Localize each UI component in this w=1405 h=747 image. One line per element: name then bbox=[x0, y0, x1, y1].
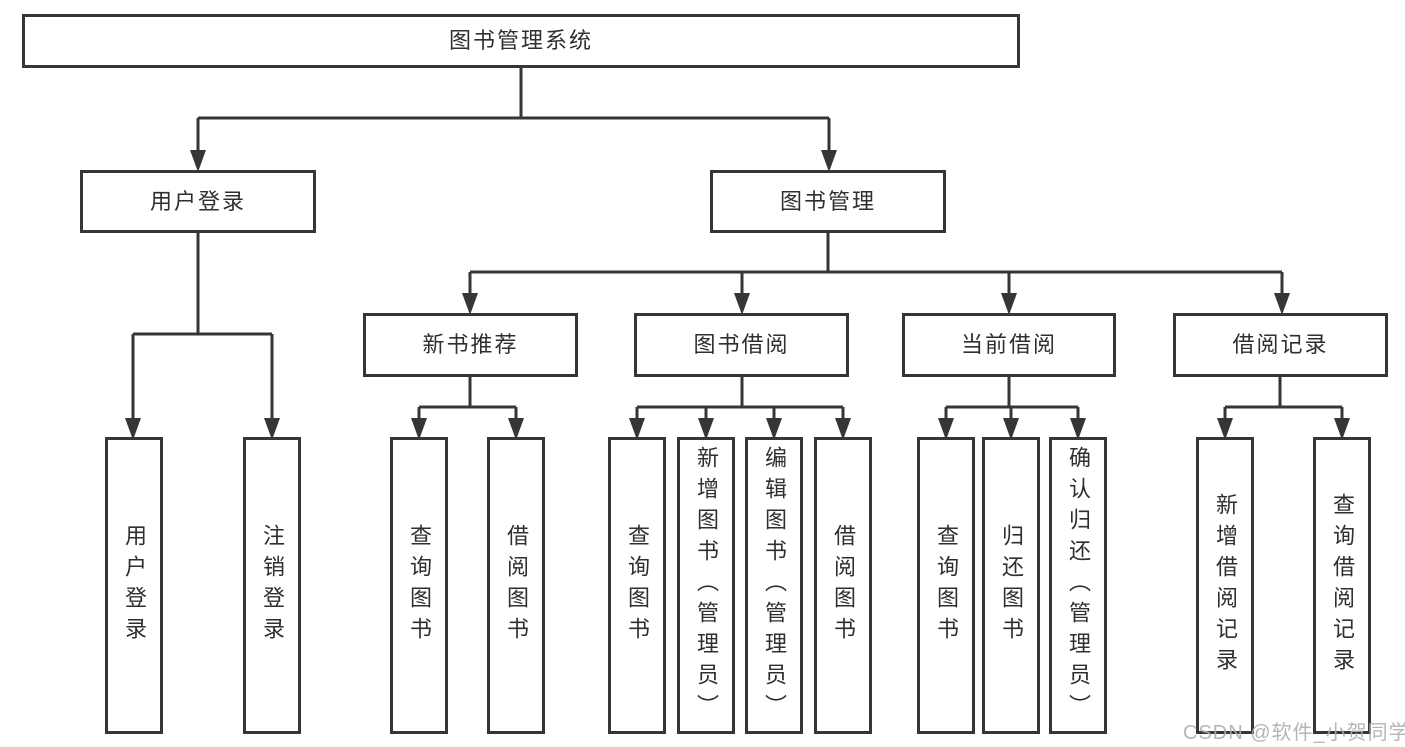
connector-borrow-record-to-leaves bbox=[1223, 377, 1344, 432]
leaf-logout: 注销登录 bbox=[243, 437, 301, 734]
leaf-borrow-books-recommend-label: 借阅图书 bbox=[504, 523, 529, 648]
leaf-query-books-current: 查询图书 bbox=[917, 437, 975, 734]
leaf-borrow-books-label: 借阅图书 bbox=[831, 523, 856, 648]
node-book-management-label: 图书管理 bbox=[779, 188, 876, 214]
node-book-borrowing: 图书借阅 bbox=[634, 313, 849, 377]
leaf-query-books-borrowing-label: 查询图书 bbox=[625, 523, 650, 648]
connector-new-book-to-leaves bbox=[417, 377, 518, 432]
leaf-borrow-books: 借阅图书 bbox=[814, 437, 872, 734]
leaf-add-borrow-record-label: 新增借阅记录 bbox=[1213, 492, 1238, 679]
leaf-add-book-admin-label: 新增图书（管理员） bbox=[694, 446, 719, 725]
leaf-user-login: 用户登录 bbox=[105, 437, 163, 734]
arrowhead-icon bbox=[821, 150, 837, 172]
node-borrowing-records-label: 借阅记录 bbox=[1232, 332, 1329, 357]
node-book-management: 图书管理 bbox=[710, 170, 946, 233]
connector-book-mgmt-to-level3 bbox=[468, 233, 1284, 306]
node-current-borrowing-label: 当前借阅 bbox=[960, 332, 1057, 357]
arrowhead-icon bbox=[190, 150, 206, 172]
node-user-login-label: 用户登录 bbox=[149, 188, 246, 214]
arrowhead-icon bbox=[462, 293, 478, 315]
leaf-query-books-borrowing: 查询图书 bbox=[608, 437, 666, 734]
leaf-add-book-admin: 新增图书（管理员） bbox=[677, 437, 735, 734]
leaf-confirm-return-admin: 确认归还（管理员） bbox=[1049, 437, 1107, 734]
leaf-query-books-recommend-label: 查询图书 bbox=[407, 523, 432, 648]
leaf-query-borrow-record: 查询借阅记录 bbox=[1313, 437, 1371, 734]
node-book-borrowing-label: 图书借阅 bbox=[693, 332, 790, 357]
node-user-login: 用户登录 bbox=[80, 170, 316, 233]
leaf-edit-book-admin-label: 编辑图书（管理员） bbox=[762, 446, 787, 725]
node-current-borrowing: 当前借阅 bbox=[902, 313, 1116, 377]
arrowhead-icon bbox=[734, 293, 750, 315]
connector-book-borrow-to-leaves bbox=[635, 377, 845, 432]
node-new-book-recommendation: 新书推荐 bbox=[363, 313, 578, 377]
leaf-add-borrow-record: 新增借阅记录 bbox=[1196, 437, 1254, 734]
leaf-confirm-return-admin-label: 确认归还（管理员） bbox=[1066, 446, 1091, 725]
leaf-edit-book-admin: 编辑图书（管理员） bbox=[745, 437, 803, 734]
connector-root-to-level2 bbox=[196, 68, 831, 162]
leaf-query-books-current-label: 查询图书 bbox=[934, 523, 959, 648]
leaf-logout-label: 注销登录 bbox=[260, 523, 285, 648]
leaf-return-books-label: 归还图书 bbox=[999, 523, 1024, 648]
arrowhead-icon bbox=[1001, 293, 1017, 315]
leaf-query-borrow-record-label: 查询借阅记录 bbox=[1330, 492, 1355, 679]
leaf-user-login-label: 用户登录 bbox=[122, 523, 147, 648]
csdn-watermark: CSDN @软件_小贺同学 bbox=[1183, 722, 1405, 744]
leaf-borrow-books-recommend: 借阅图书 bbox=[487, 437, 545, 734]
node-root: 图书管理系统 bbox=[22, 14, 1020, 68]
connector-current-borrow-to-leaves bbox=[944, 377, 1080, 432]
node-borrowing-records: 借阅记录 bbox=[1173, 313, 1388, 377]
leaf-query-books-recommend: 查询图书 bbox=[390, 437, 448, 734]
node-new-book-recommendation-label: 新书推荐 bbox=[422, 332, 519, 357]
leaf-return-books: 归还图书 bbox=[982, 437, 1040, 734]
connector-user-login-to-leaves bbox=[131, 233, 274, 432]
arrowhead-icon bbox=[1274, 293, 1290, 315]
node-root-label: 图书管理系统 bbox=[448, 28, 593, 53]
